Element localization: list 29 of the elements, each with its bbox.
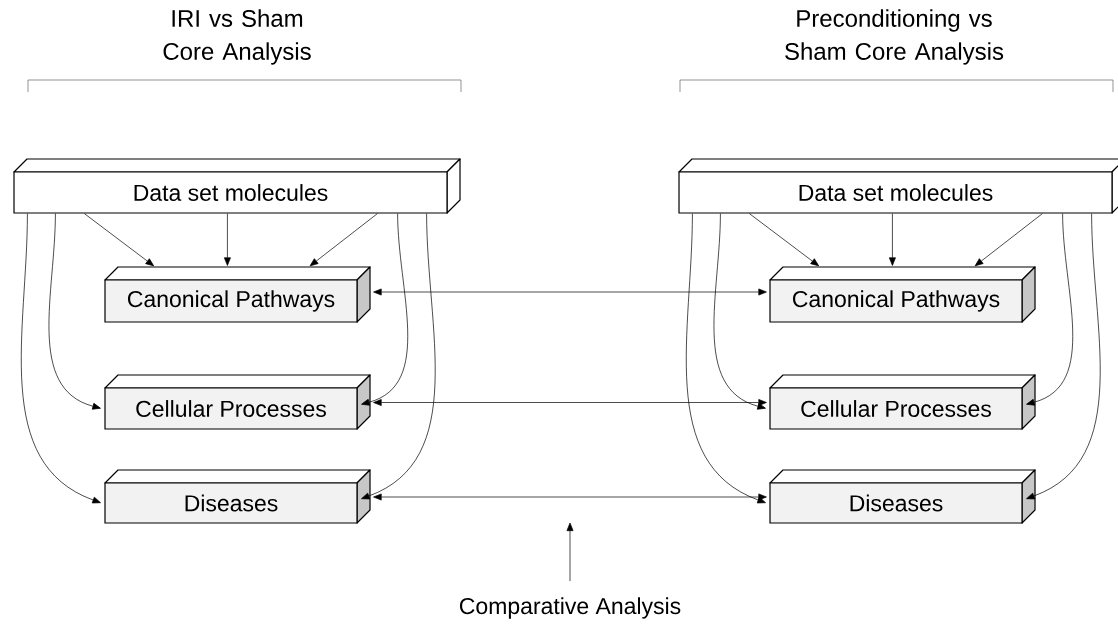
arrow (361, 213, 409, 406)
arrow (1026, 213, 1074, 406)
double-arrow (373, 493, 767, 501)
arrow (974, 213, 1043, 267)
arrow (309, 213, 378, 267)
arrow (566, 522, 574, 582)
arrow (685, 213, 766, 504)
heading: IRI vs Sham Core Analysis (163, 9, 311, 65)
arrow (713, 213, 766, 410)
double-arrow (373, 288, 767, 296)
box-3d: Diseases (104, 469, 371, 524)
arrow (889, 213, 896, 266)
heading: Preconditioning vs Sham Core Analysis (785, 9, 1004, 65)
box-3d: Data set molecules (13, 158, 461, 214)
arrow (224, 213, 231, 266)
arrow (1026, 213, 1101, 500)
box-3d: Diseases (769, 469, 1036, 524)
arrow (48, 213, 101, 410)
arrow (749, 213, 819, 267)
arrow (84, 213, 154, 267)
double-arrow (373, 399, 767, 406)
box-3d: Cellular Processes (104, 374, 371, 430)
arrow (20, 213, 101, 504)
box-3d: Data set molecules (678, 158, 1118, 214)
box-3d: Canonical Pathways (104, 266, 371, 323)
caption-text: Comparative Analysis (459, 597, 681, 619)
box-3d: Cellular Processes (769, 374, 1036, 430)
box-3d: Canonical Pathways (769, 266, 1036, 323)
arrow (361, 213, 436, 500)
